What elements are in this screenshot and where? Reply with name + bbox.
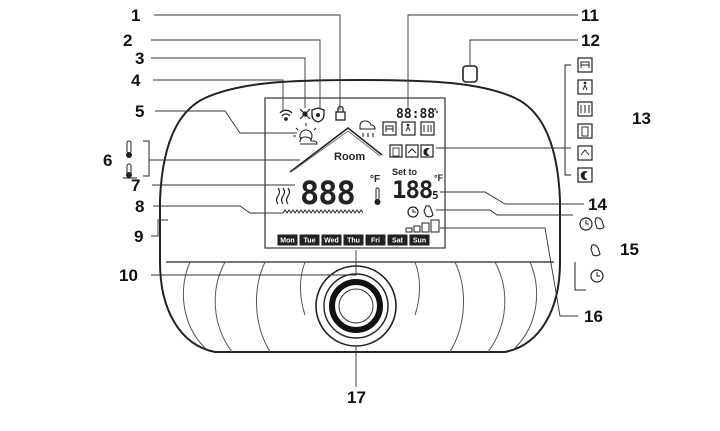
callout-15: 15 — [620, 240, 639, 259]
callout-14: 14 — [588, 195, 607, 214]
housing-ribs — [182, 261, 538, 353]
legend-icon-moon — [577, 167, 593, 183]
bracket-13 — [564, 64, 571, 176]
weekday-thu: Thu — [343, 234, 364, 246]
mode-legend-column — [564, 57, 605, 291]
callout-8: 8 — [135, 197, 144, 216]
leader-12 — [469, 39, 578, 66]
callout-numbers: 1 2 3 4 5 6 7 8 9 10 11 12 13 14 15 16 1… — [103, 6, 651, 407]
weekday-fri: Fri — [365, 234, 386, 246]
fan-icon — [299, 108, 311, 120]
weekday-sat: Sat — [387, 234, 408, 246]
leader-9 — [151, 219, 168, 237]
legend-icon-sleep — [577, 57, 593, 73]
lock-icon — [335, 105, 346, 121]
room-label: Room — [334, 151, 365, 163]
weekday-sun: Sun — [409, 234, 430, 246]
callout-1: 1 — [131, 6, 140, 25]
callout-17: 17 — [347, 388, 366, 407]
bracket-15 — [574, 262, 586, 291]
mode-icon-grid — [382, 121, 435, 158]
side-button[interactable] — [462, 65, 478, 83]
mode-icon-door — [389, 144, 403, 158]
callout-12: 12 — [581, 31, 600, 50]
main-temp-unit: °F — [370, 174, 380, 185]
weekday-tue: Tue — [299, 234, 320, 246]
leader-15 — [436, 209, 573, 216]
floor-heating-row — [282, 209, 364, 214]
callout-11: 11 — [581, 6, 599, 25]
weekday-label: Tue — [304, 238, 316, 245]
leader-5 — [155, 110, 297, 134]
leader-4 — [153, 79, 284, 110]
callout-16: 16 — [584, 307, 603, 326]
snow-cloud-icon — [359, 120, 376, 137]
legend-icon-walk — [577, 79, 593, 95]
weekday-label: Sat — [392, 238, 404, 245]
signal-bars — [405, 219, 440, 233]
legend-icon-food — [577, 101, 593, 117]
legend-icon-door — [577, 123, 593, 139]
shield-icon — [311, 107, 325, 123]
callout-9: 9 — [134, 227, 143, 246]
weekday-mon: Mon — [277, 234, 298, 246]
main-temp-digits: 888 — [300, 174, 355, 212]
leader-lines — [149, 14, 584, 387]
leader-10 — [151, 250, 357, 276]
callout-10: 10 — [119, 266, 138, 285]
legend-icon-home — [577, 145, 593, 161]
callout-7: 7 — [131, 176, 140, 195]
leader-8 — [153, 205, 283, 214]
clock-digits: 88:88 — [396, 107, 435, 122]
callout-5: 5 — [135, 102, 144, 121]
callout-3: 3 — [135, 49, 144, 68]
weekday-label: Fri — [371, 238, 380, 245]
callout-6: 6 — [103, 151, 112, 170]
house-roof-inner — [293, 130, 381, 171]
leader-3 — [151, 57, 306, 108]
legend-clock — [590, 269, 604, 283]
leader-1 — [154, 14, 341, 110]
weekday-row: Mon Tue Wed Thu Fri Sat Sun — [277, 234, 430, 246]
legend-hand — [590, 244, 601, 257]
setto-label: Set to — [392, 167, 418, 177]
callout-13: 13 — [632, 109, 651, 128]
set-temp-digit5: 5 — [432, 189, 439, 202]
leader-2 — [151, 39, 321, 108]
humidity-percent: % — [434, 107, 439, 115]
heating-waves-icon — [275, 187, 291, 205]
hand-icon — [423, 205, 434, 218]
sun-cloud-icon — [293, 123, 318, 145]
rotary-knob[interactable] — [315, 265, 397, 347]
legend-6-icons — [123, 140, 150, 179]
thermometer-icon — [374, 187, 381, 205]
leader-16 — [440, 227, 578, 317]
callout-4: 4 — [131, 71, 141, 90]
lcd-screen: 88:88 % Room — [264, 97, 446, 249]
leader-14 — [440, 191, 584, 205]
leader-11 — [407, 14, 578, 108]
weekday-label: Mon — [280, 238, 294, 245]
weekday-wed: Wed — [321, 234, 342, 246]
callout-2: 2 — [123, 31, 132, 50]
weekday-label: Wed — [324, 238, 339, 245]
set-temp-digits: 188 — [392, 176, 432, 204]
set-temp-unit: °F — [434, 173, 444, 183]
wifi-icon — [279, 109, 293, 121]
mode-icon-home — [405, 144, 419, 158]
house-outline — [289, 126, 383, 173]
weekday-label: Sun — [413, 238, 426, 245]
weekday-label: Thu — [347, 238, 360, 245]
legend-clock-hand — [579, 217, 605, 231]
clock-icon — [407, 206, 419, 218]
